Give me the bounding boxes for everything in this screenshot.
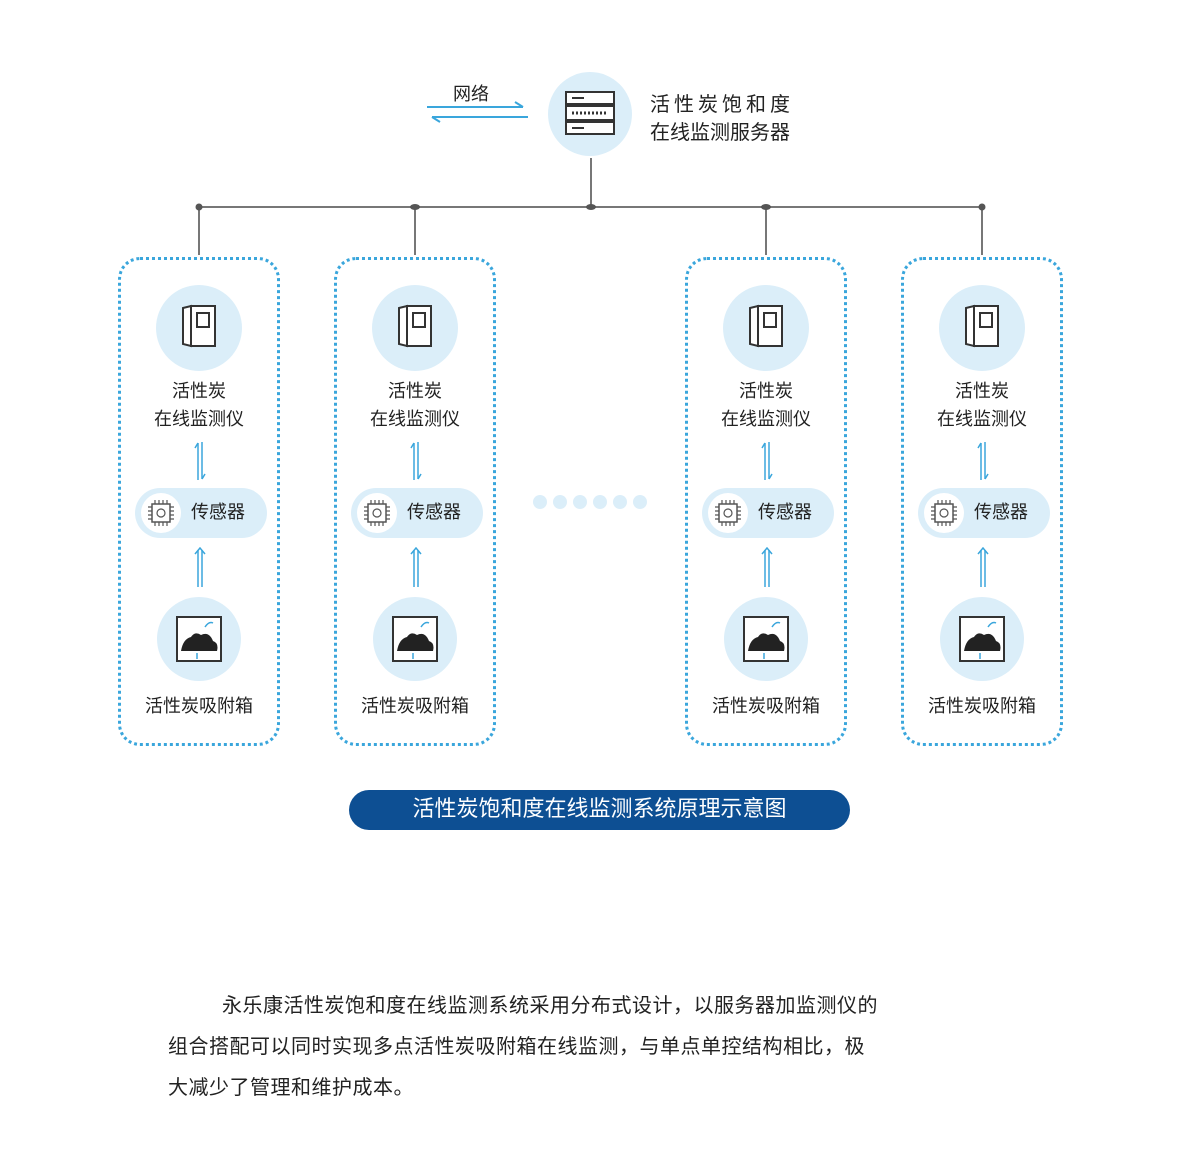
monitor-cabinet-icon xyxy=(749,304,783,348)
network-arrows-icon xyxy=(427,101,528,123)
sensor-chip-circle xyxy=(924,493,964,533)
monitor-title-line1: 活性炭 xyxy=(172,381,226,402)
node-card-1: 活性炭 在线监测仪 传感器 活性炭吸附箱 xyxy=(118,257,280,746)
chip-icon xyxy=(364,500,390,526)
server-icon xyxy=(565,91,615,135)
sensor-chip-circle xyxy=(141,493,181,533)
sensor-chip-circle xyxy=(357,493,397,533)
activated-carbon-icon xyxy=(743,616,789,662)
chip-icon xyxy=(148,500,174,526)
sensor-pill: 传感器 xyxy=(702,488,834,538)
sensor-pill: 传感器 xyxy=(351,488,483,538)
monitor-title-line1: 活性炭 xyxy=(739,381,793,402)
adsorption-box-label: 活性炭吸附箱 xyxy=(361,696,469,717)
description-line-1: 永乐康活性炭饱和度在线监测系统采用分布式设计，以服务器加监测仪的 xyxy=(222,993,878,1017)
adsorption-box-label: 活性炭吸附箱 xyxy=(145,696,253,717)
sensor-pill: 传感器 xyxy=(918,488,1050,538)
description-paragraph: 永乐康活性炭饱和度在线监测系统采用分布式设计，以服务器加监测仪的 组合搭配可以同… xyxy=(168,985,1028,1108)
monitor-title-line1: 活性炭 xyxy=(388,381,442,402)
bidirectional-arrow-icon xyxy=(761,442,773,480)
ellipsis-dots xyxy=(533,495,647,509)
bidirectional-arrow-icon xyxy=(977,442,989,480)
monitor-title-line1: 活性炭 xyxy=(955,381,1009,402)
sensor-label: 传感器 xyxy=(407,502,461,523)
sensor-chip-circle xyxy=(708,493,748,533)
monitor-cabinet-icon xyxy=(182,304,216,348)
node-card-2: 活性炭 在线监测仪 传感器 活性炭吸附箱 xyxy=(334,257,496,746)
sensor-label: 传感器 xyxy=(191,502,245,523)
bidirectional-arrow-icon xyxy=(194,442,206,480)
up-arrow-icon xyxy=(194,547,206,587)
adsorption-box-label: 活性炭吸附箱 xyxy=(928,696,1036,717)
connection-lines xyxy=(195,158,986,255)
server-title-line1: 活性炭饱和度 xyxy=(650,92,794,116)
up-arrow-icon xyxy=(410,547,422,587)
activated-carbon-icon xyxy=(176,616,222,662)
network-label: 网络 xyxy=(453,84,489,105)
sensor-label: 传感器 xyxy=(758,502,812,523)
description-line-3: 大减少了管理和维护成本。 xyxy=(168,1075,414,1099)
sensor-label: 传感器 xyxy=(974,502,1028,523)
monitor-title-line2: 在线监测仪 xyxy=(937,409,1027,430)
server-title-line2: 在线监测服务器 xyxy=(650,120,790,144)
monitor-title-line2: 在线监测仪 xyxy=(721,409,811,430)
monitor-cabinet-icon xyxy=(965,304,999,348)
activated-carbon-icon xyxy=(959,616,1005,662)
bidirectional-arrow-icon xyxy=(410,442,422,480)
monitor-cabinet-icon xyxy=(398,304,432,348)
diagram-caption: 活性炭饱和度在线监测系统原理示意图 xyxy=(349,790,850,830)
up-arrow-icon xyxy=(761,547,773,587)
adsorption-box-label: 活性炭吸附箱 xyxy=(712,696,820,717)
chip-icon xyxy=(931,500,957,526)
description-line-2: 组合搭配可以同时实现多点活性炭吸附箱在线监测，与单点单控结构相比，极 xyxy=(168,1034,865,1058)
monitor-title-line2: 在线监测仪 xyxy=(154,409,244,430)
up-arrow-icon xyxy=(977,547,989,587)
node-card-3: 活性炭 在线监测仪 传感器 活性炭吸附箱 xyxy=(685,257,847,746)
chip-icon xyxy=(715,500,741,526)
monitor-title-line2: 在线监测仪 xyxy=(370,409,460,430)
node-card-4: 活性炭 在线监测仪 传感器 活性炭吸附箱 xyxy=(901,257,1063,746)
activated-carbon-icon xyxy=(392,616,438,662)
sensor-pill: 传感器 xyxy=(135,488,267,538)
